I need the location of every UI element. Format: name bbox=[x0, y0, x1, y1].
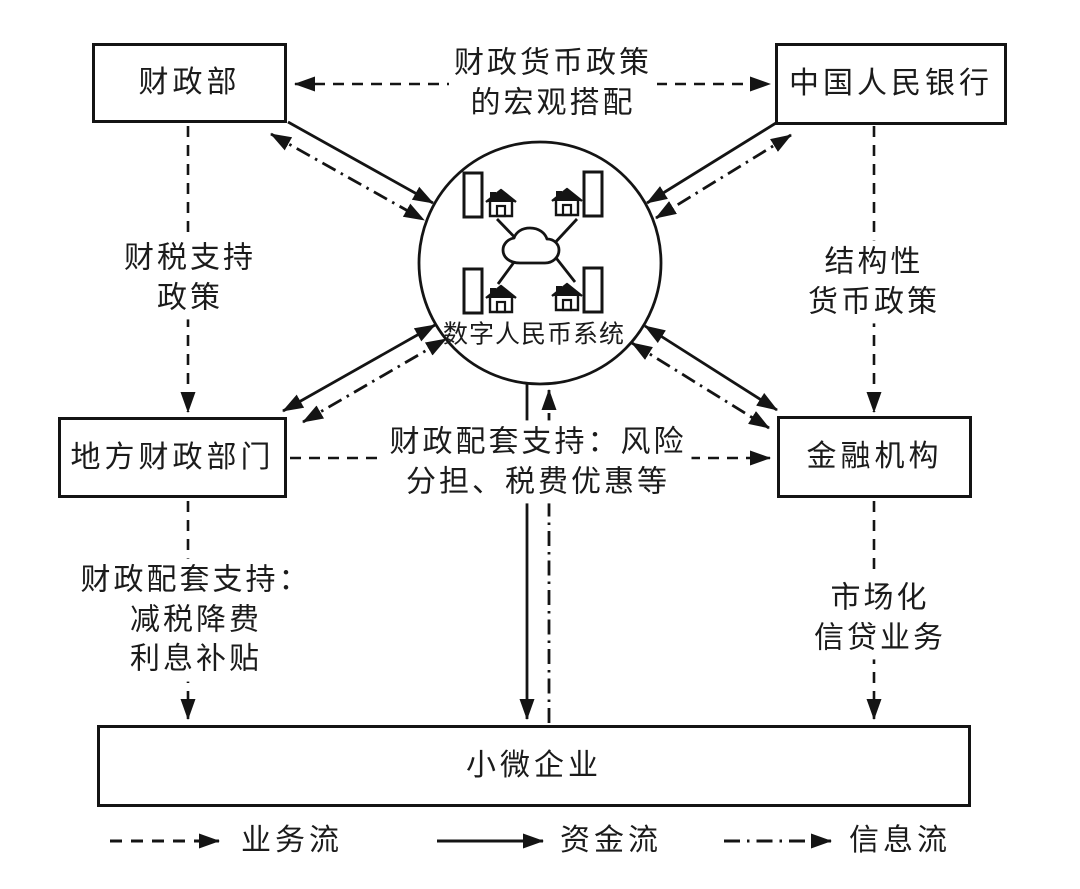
edge-pboc-system-info bbox=[655, 133, 792, 220]
label-digital-rmb-system: 数字人民币系统 bbox=[442, 321, 626, 349]
edge-pboc-system-funds bbox=[646, 121, 777, 205]
label-market-credit-business: 市场化 信贷业务 bbox=[809, 576, 951, 660]
node-local-finance-departments: 地方财政部门 bbox=[58, 417, 287, 498]
cloud-icon bbox=[501, 226, 561, 265]
edge-fin-system-funds bbox=[644, 324, 778, 412]
label-matching-support-risk: 财政配套支持：风险 分担、税费优惠等 bbox=[384, 420, 692, 504]
edge-mof-system-info bbox=[270, 132, 425, 222]
node-ministry-of-finance: 财政部 bbox=[92, 43, 287, 123]
edge-fin-system-info bbox=[631, 341, 770, 430]
edge-local-system-funds bbox=[282, 323, 436, 413]
legend-info-flow: 信息流 bbox=[849, 824, 951, 857]
label-matching-support-tax-cuts: 财政配套支持： 减税降费 利息补贴 bbox=[75, 558, 317, 682]
legend-funds-flow: 资金流 bbox=[560, 824, 662, 857]
edge-local-system-info bbox=[302, 337, 447, 424]
node-peoples-bank-of-china: 中国人民银行 bbox=[775, 43, 1007, 125]
legend-business-flow: 业务流 bbox=[241, 824, 343, 857]
label-structural-monetary-policy: 结构性 货币政策 bbox=[803, 240, 945, 324]
label-fiscal-tax-support: 财税支持 政策 bbox=[119, 236, 261, 320]
node-small-micro-enterprises: 小微企业 bbox=[97, 725, 971, 807]
edge-mof-system-funds bbox=[287, 120, 434, 205]
node-financial-institutions: 金融机构 bbox=[777, 416, 972, 498]
label-macro-policy-coordination: 财政货币政策 的宏观搭配 bbox=[449, 41, 657, 125]
